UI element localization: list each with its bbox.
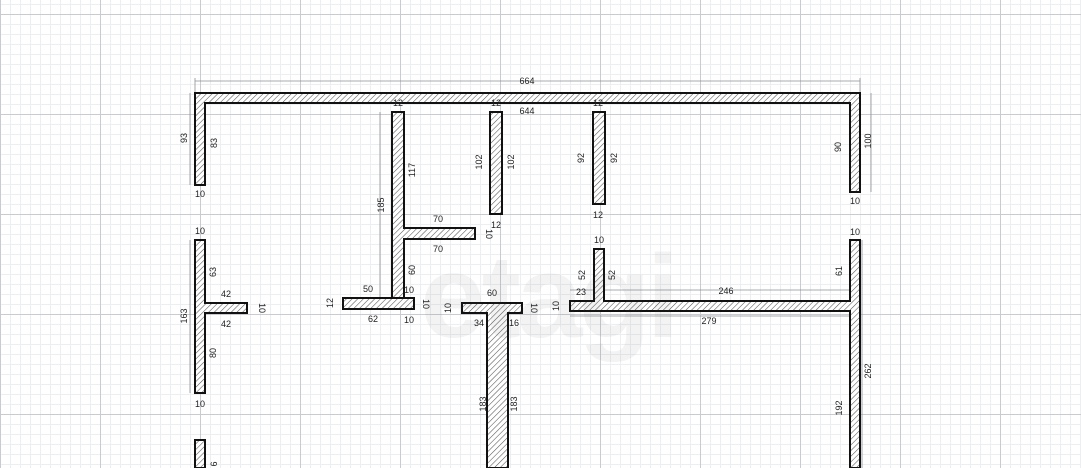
dim-post1-len: 185: [376, 197, 386, 212]
dimension-lines: [189, 78, 872, 468]
dim-tee2-183a: 183: [478, 396, 488, 411]
dim-tee-end: 10: [484, 229, 494, 239]
dim-r-192: 192: [834, 400, 844, 415]
wall-tee-2: [461, 302, 523, 468]
dim-post1-inner: 117: [407, 163, 417, 177]
dim-stub-arm-bottom: 42: [221, 319, 231, 329]
dim-r-246: 246: [718, 286, 733, 296]
dim-r-262: 262: [863, 363, 873, 378]
dim-left-end: 10: [195, 189, 205, 199]
dim-r-52a: 52: [577, 270, 587, 280]
dim-tee2-34: 34: [474, 318, 484, 328]
dim-right-outer-top: 100: [863, 133, 873, 148]
dim-top-outer: 664: [519, 76, 534, 86]
dim-r-61: 61: [834, 266, 844, 276]
dim-stub-bottom: 10: [195, 399, 205, 409]
dim-tee-bottom: 70: [433, 244, 443, 254]
dim-tee2-16: 16: [509, 318, 519, 328]
dim-r-52b: 52: [607, 270, 617, 280]
dim-stub-arm-top: 42: [221, 289, 231, 299]
dim-r-23: 23: [576, 287, 586, 297]
dim-post3-bottom: 12: [593, 210, 603, 220]
dim-r-top-right-10: 10: [850, 227, 860, 237]
wall-stub-left: [194, 239, 248, 394]
dim-post2-bottom: 12: [491, 220, 501, 230]
dim-post1-top: 12: [393, 98, 403, 108]
dim-post3-top: 12: [593, 98, 603, 108]
wall-post-2: [489, 111, 503, 215]
dim-right-end: 10: [850, 196, 860, 206]
dim-ledge-10c: 10: [421, 299, 431, 309]
dim-r-top-10: 10: [594, 235, 604, 245]
dim-r-279: 279: [701, 316, 716, 326]
dim-ledge-60: 60: [407, 265, 417, 275]
dim-stub-top: 10: [195, 226, 205, 236]
dim-stub-total: 163: [179, 308, 189, 323]
dim-ledge-50: 50: [363, 284, 373, 294]
dim-stub-arm-end: 10: [257, 303, 267, 313]
wall-post-3: [592, 111, 606, 205]
dim-tee2-left-end: 10: [443, 303, 453, 313]
wall-top-frame: [194, 92, 861, 193]
dim-top-inner: 644: [519, 106, 534, 116]
dim-post3-left: 92: [576, 153, 586, 163]
wall-right-complex: [569, 239, 861, 468]
dim-tee2-60: 60: [487, 288, 497, 298]
wall-bottom-left-stub: [194, 439, 206, 468]
dim-left-inner-top: 83: [209, 138, 219, 148]
dim-post2-top: 12: [491, 98, 501, 108]
dim-stub-80: 80: [208, 348, 218, 358]
wall-partition-1: [391, 111, 476, 299]
dimension-labels: 664 644 93 83 10 12 185 117 12 102 102 1…: [179, 76, 873, 467]
dim-tee-top: 70: [433, 214, 443, 224]
dim-ledge-10a: 10: [404, 285, 414, 295]
dim-bottom-left-6: 6: [209, 461, 219, 466]
dim-left-outer-top: 93: [179, 133, 189, 143]
dim-tee2-right-end: 10: [529, 303, 539, 313]
dim-r-10-left: 10: [551, 301, 561, 311]
wall-ledge: [342, 297, 415, 310]
dim-tee2-183b: 183: [509, 396, 519, 411]
dim-post2-left: 102: [474, 154, 484, 169]
dim-right-inner-top: 90: [833, 142, 843, 152]
dim-ledge-10b: 10: [404, 315, 414, 325]
dim-stub-63: 63: [208, 267, 218, 277]
dim-post2-right: 102: [506, 154, 516, 169]
dim-post3-right: 92: [609, 153, 619, 163]
walls: [194, 92, 861, 468]
dim-ledge-end-left: 12: [325, 298, 335, 308]
dim-ledge-62: 62: [368, 314, 378, 324]
